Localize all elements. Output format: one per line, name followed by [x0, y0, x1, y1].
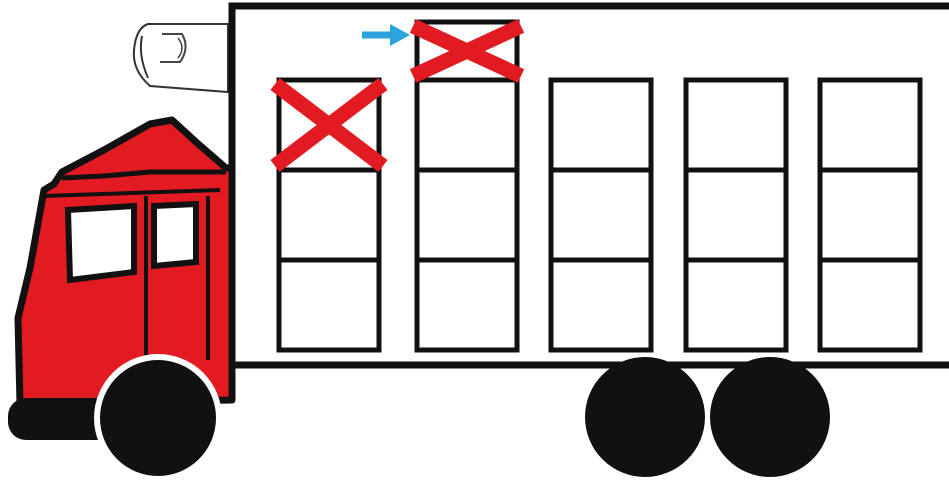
stack-5-slot-1: [820, 260, 920, 350]
stack-4-slot-1: [686, 260, 786, 350]
stack-5-slot-2: [820, 170, 920, 260]
cab-window-side: [154, 204, 196, 266]
rear-wheel-2: [710, 357, 830, 477]
front-wheel-tire: [100, 360, 216, 476]
refrigeration-unit: [134, 24, 228, 92]
stack-3-slot-2: [551, 170, 651, 260]
stack-1-slot-2: [279, 170, 379, 260]
stack-2-slot-3: [417, 80, 517, 170]
stack-3-slot-3: [551, 80, 651, 170]
stack-3-slot-1: [551, 260, 651, 350]
cab-window-front: [68, 206, 134, 280]
stack-2-slot-2: [417, 170, 517, 260]
stack-1-slot-1: [279, 260, 379, 350]
stack-4-slot-2: [686, 170, 786, 260]
rear-wheel-1: [585, 357, 705, 477]
stack-4-slot-3: [686, 80, 786, 170]
stack-2-slot-1: [417, 260, 517, 350]
stack-5-slot-3: [820, 80, 920, 170]
